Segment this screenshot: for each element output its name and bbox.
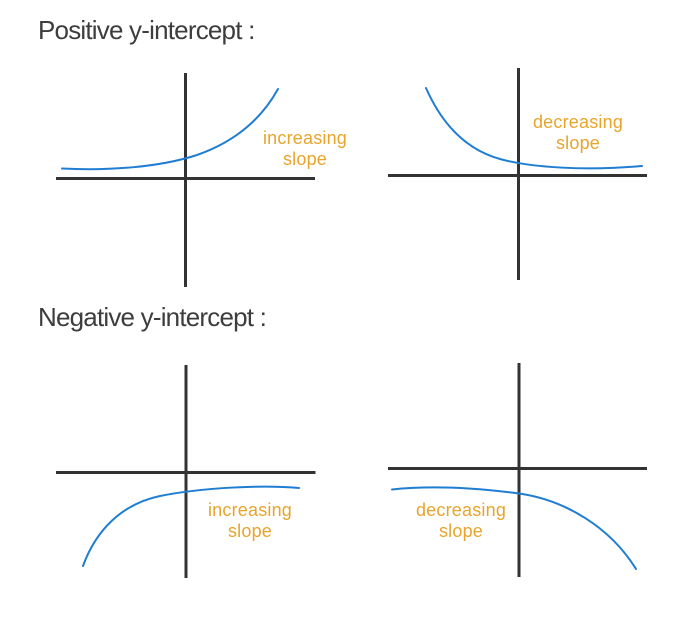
slope-label-line: decreasing xyxy=(415,500,507,520)
slope-label-line: slope xyxy=(282,148,328,169)
slope-label-positive-decreasing: decreasing slope xyxy=(516,112,640,153)
slope-label-positive-increasing: increasing slope xyxy=(243,128,367,169)
heading-negative-y-intercept: Negative y-intercept : xyxy=(38,302,267,332)
slope-label-line: slope xyxy=(555,132,601,153)
slope-label-line: increasing xyxy=(207,500,293,520)
graph-negative-increasing-slope xyxy=(56,365,316,578)
slope-label-line: decreasing xyxy=(532,112,624,132)
graph-negative-decreasing-slope xyxy=(388,363,647,577)
slope-label-negative-decreasing: decreasing slope xyxy=(399,500,523,541)
curve-positive-decreasing xyxy=(425,87,643,170)
graph-positive-increasing-slope xyxy=(56,73,315,287)
curve-negative-decreasing xyxy=(391,486,637,570)
curve-negative-increasing xyxy=(82,485,300,567)
slope-label-negative-increasing: increasing slope xyxy=(188,500,312,541)
slope-label-line: slope xyxy=(227,520,273,541)
curve-positive-increasing xyxy=(61,88,279,171)
heading-positive-y-intercept: Positive y-intercept : xyxy=(38,15,255,45)
slope-label-line: slope xyxy=(438,520,484,541)
graph-positive-decreasing-slope xyxy=(388,68,647,280)
slope-label-line: increasing xyxy=(262,128,348,148)
